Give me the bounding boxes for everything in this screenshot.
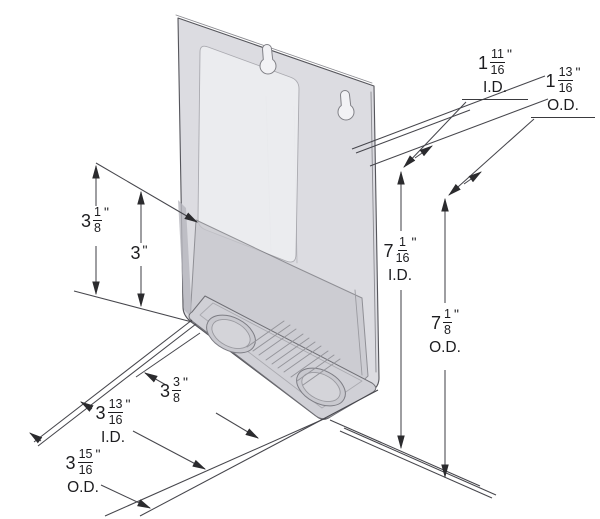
dimension-label-front-lip-height-inner: 3" <box>130 242 148 263</box>
base-plate-inner-outline <box>199 302 363 409</box>
left-side-wall <box>178 200 192 318</box>
dim-line-overall-width-inner <box>80 401 207 470</box>
extension-lines <box>33 75 549 517</box>
base-recess-right <box>296 367 346 407</box>
brochure-holder <box>175 14 380 420</box>
keyhole-slot-top <box>259 44 277 75</box>
leader-depth-id <box>403 101 467 168</box>
base-recess-left <box>206 314 256 354</box>
keyhole-slot-bottom <box>337 90 355 121</box>
dimension-lines <box>29 164 449 509</box>
leader-pocket-lip <box>95 162 198 223</box>
pocket-right-wall-edge <box>354 289 363 376</box>
dim-line-base-slot-width <box>144 372 259 439</box>
panel-thickness-lines <box>175 14 377 373</box>
leader-depth-od <box>448 118 535 196</box>
dim-line-overall-width-outer <box>29 432 152 509</box>
base-ribs <box>246 320 341 386</box>
